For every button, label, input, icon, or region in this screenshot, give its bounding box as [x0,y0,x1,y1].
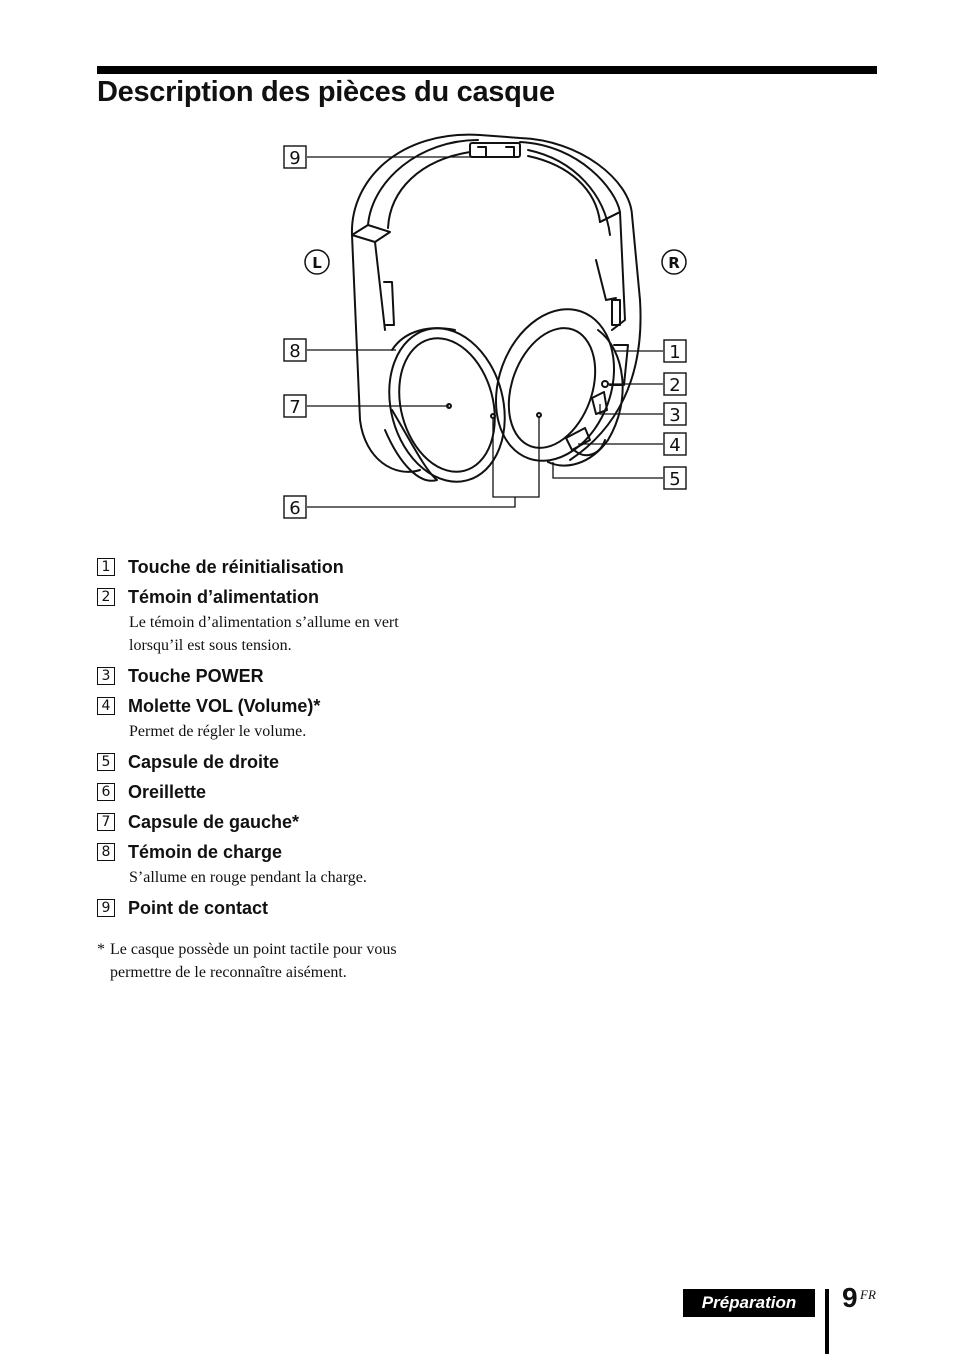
callout-8: 8 [283,338,307,362]
callout-3: 3 [663,402,687,426]
item-number: 2 [97,588,115,606]
item-label: Témoin d’alimentation [128,586,320,607]
item-number: 5 [97,753,115,771]
headphones-diagram: 9 8 7 6 1 2 3 4 [283,133,687,519]
item-number: 4 [97,697,115,715]
list-item: 6 Oreillette [97,781,597,803]
item-number: 6 [97,783,115,801]
list-item: 3 Touche POWER [97,665,597,687]
list-item: 7 Capsule de gauche* [97,811,597,833]
page-title: Description des pièces du casque [97,76,555,108]
list-item: 1 Touche de réinitialisation [97,556,597,578]
item-description: S’allume en rouge pendant la charge. [129,869,367,886]
svg-text:8: 8 [289,341,300,362]
callout-6: 6 [283,495,307,519]
page-language: FR [860,1287,876,1302]
top-rule [97,66,877,74]
svg-text:L: L [312,254,322,272]
page-number: 9 [842,1282,858,1313]
svg-text:R: R [668,254,680,272]
item-number: 3 [97,667,115,685]
callout-4: 4 [663,432,687,456]
item-label: Touche POWER [128,665,264,686]
list-item: 5 Capsule de droite [97,751,597,773]
item-number: 7 [97,813,115,831]
footnote: * Le casque possède un point tactile pou… [97,938,477,984]
item-label: Point de contact [128,897,269,918]
item-label: Oreillette [128,781,207,802]
callout-5: 5 [663,466,687,490]
list-item: 8 Témoin de charge S’allume en rouge pen… [97,841,597,889]
callout-9: 9 [283,145,307,169]
item-label: Capsule de gauche* [128,811,300,832]
callout-2: 2 [663,372,687,396]
parts-list: 1 Touche de réinitialisation 2 Témoin d’… [97,556,597,927]
list-item: 9 Point de contact [97,897,597,919]
footnote-marker: * [97,941,105,958]
right-side-marker: R [661,249,687,275]
svg-text:9: 9 [289,148,300,169]
list-item: 2 Témoin d’alimentation Le témoin d’alim… [97,586,597,657]
footnote-line: permettre de le reconnaître aisément. [110,964,347,981]
svg-text:4: 4 [669,435,680,456]
svg-text:7: 7 [289,397,300,418]
item-label: Touche de réinitialisation [128,556,344,577]
footnote-line: Le casque possède un point tactile pour … [110,941,397,958]
svg-text:2: 2 [669,375,680,396]
svg-text:1: 1 [669,342,680,363]
item-description: Permet de régler le volume. [129,723,307,740]
item-label: Témoin de charge [128,841,283,862]
callout-1: 1 [663,339,687,363]
svg-text:5: 5 [669,469,680,490]
item-description: Le témoin d’alimentation s’allume en ver… [129,614,399,654]
footer-divider [825,1289,829,1354]
callout-7: 7 [283,394,307,418]
item-number: 8 [97,843,115,861]
item-number: 1 [97,558,115,576]
left-side-marker: L [304,249,330,275]
section-tab: Préparation [683,1289,815,1317]
item-label: Capsule de droite [128,751,280,772]
item-label: Molette VOL (Volume)* [128,695,321,716]
svg-text:6: 6 [289,498,300,519]
svg-text:3: 3 [669,405,680,426]
item-number: 9 [97,899,115,917]
list-item: 4 Molette VOL (Volume)* Permet de régler… [97,695,597,743]
